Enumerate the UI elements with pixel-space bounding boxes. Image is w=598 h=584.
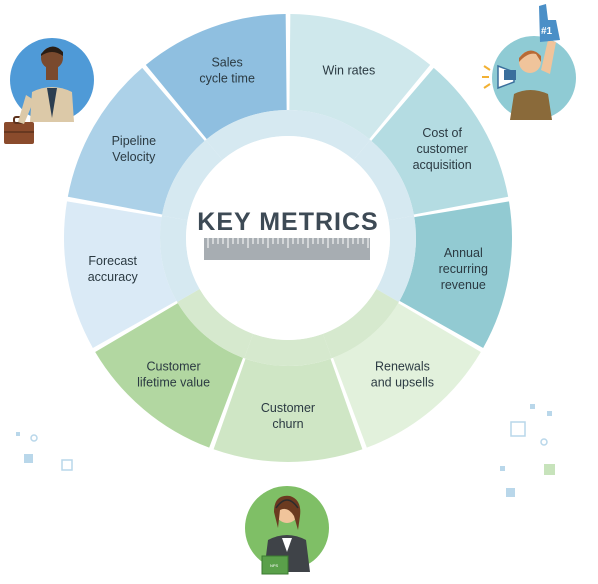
decorative-shapes	[16, 404, 555, 497]
cheering-fan-avatar: #1	[482, 4, 576, 120]
segment-label-line: customer	[416, 142, 467, 156]
folder-icon	[261, 555, 289, 575]
segment-label-line: Pipeline	[112, 134, 157, 148]
segment-label-line: revenue	[441, 278, 486, 292]
segment-label-line: Forecast	[88, 254, 137, 268]
segment-label-line: cycle time	[199, 72, 255, 86]
segment-label: Annual recurring revenue	[439, 246, 488, 292]
segment-wedge	[289, 14, 431, 140]
inner-ring-band	[353, 139, 415, 221]
segment-label-line: Customer	[146, 359, 200, 373]
segment-label: Forecast accuracy	[88, 254, 139, 284]
center-title: KEY METRICS	[197, 208, 378, 236]
support-agent-avatar: NPS	[245, 486, 329, 575]
segment: Sales cycle time	[145, 14, 287, 140]
inner-ring-band	[288, 110, 371, 160]
segment-label: Win rates	[322, 64, 375, 78]
inner-ring-band	[159, 215, 200, 302]
businessman-avatar	[4, 38, 94, 144]
inner-ring-band	[177, 289, 254, 359]
segment-wedge	[213, 358, 363, 463]
segment-wedge	[95, 303, 243, 448]
segment: Customer churn	[213, 358, 363, 463]
inner-ring-band	[244, 333, 332, 366]
segment: Customer lifetime value	[95, 303, 243, 448]
foam-finger-icon	[539, 4, 560, 42]
segment-label: Customer lifetime value	[137, 359, 210, 389]
segment-label-line: Win rates	[322, 64, 375, 78]
headset-icon	[275, 499, 299, 509]
segment-label: Sales cycle time	[199, 56, 255, 86]
segment-wedge	[63, 201, 177, 348]
segment-label-line: recurring	[439, 262, 488, 276]
segment: Forecast accuracy	[63, 201, 177, 348]
segment: Renewals and upsells	[333, 303, 481, 448]
segment-label: Customer churn	[261, 401, 315, 431]
segment-label-line: Velocity	[112, 150, 156, 164]
ruler-icon	[204, 238, 370, 260]
inner-ring	[159, 110, 416, 366]
inner-ring-band	[322, 289, 399, 359]
foam-finger-label: #1	[541, 26, 553, 37]
segment-label-line: acquisition	[413, 158, 472, 172]
segment-label-line: lifetime value	[137, 375, 210, 389]
inner-ring-band	[376, 215, 416, 302]
segment-label-line: churn	[272, 417, 303, 431]
segment-label-line: Customer	[261, 401, 315, 415]
segment-wedge	[67, 67, 205, 215]
segment: Annual recurring revenue	[399, 201, 512, 348]
segment-wedge	[399, 201, 512, 348]
inner-ring-band	[161, 139, 223, 221]
inner-ring-band	[205, 110, 288, 160]
segment-label-line: Sales	[211, 56, 242, 70]
segment-label-line: and upsells	[371, 375, 434, 389]
segment-label-line: Renewals	[375, 359, 430, 373]
segment-label-line: accuracy	[88, 270, 139, 284]
segment-wedge	[145, 14, 287, 140]
segment-label: Cost of customer acquisition	[413, 126, 472, 172]
segment-label-line: Annual	[444, 246, 483, 260]
segment-wedge	[371, 67, 509, 215]
folder-label: NPS	[270, 563, 279, 568]
segment-label-line: Cost of	[422, 126, 462, 140]
segment-label: Renewals and upsells	[371, 359, 434, 389]
segment: Win rates	[289, 14, 431, 140]
segment: Cost of customer acquisition	[371, 67, 509, 215]
segment-wedge	[333, 303, 481, 448]
